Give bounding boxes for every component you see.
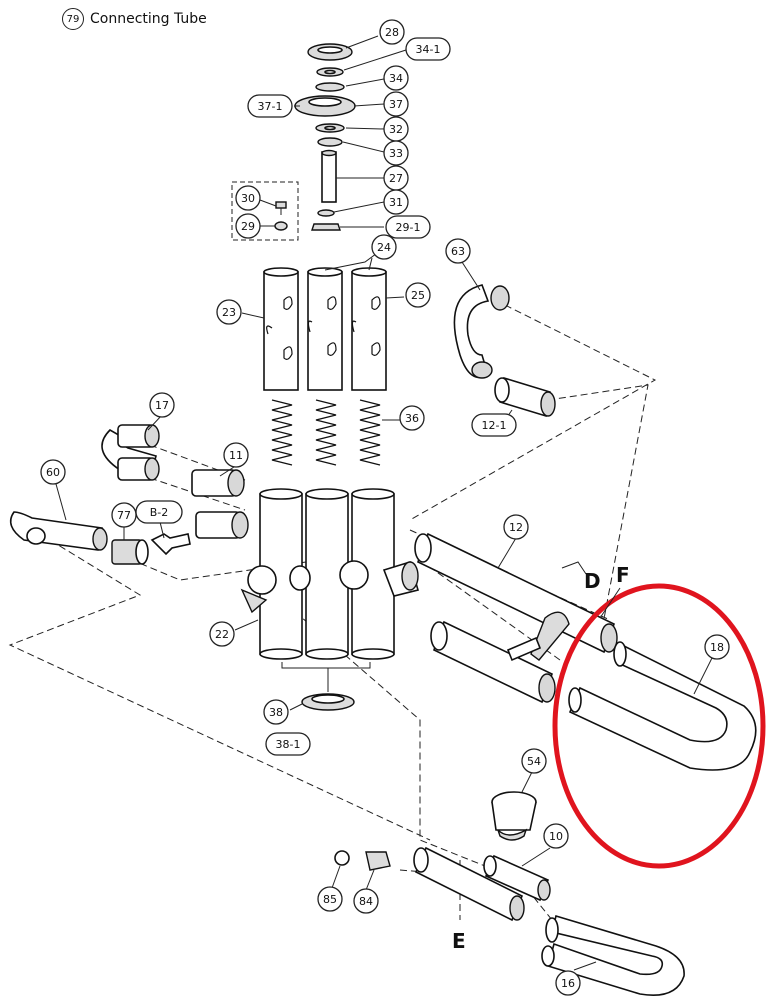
upper-right-fittings (453, 284, 556, 418)
callout-23: 23 (222, 306, 236, 319)
callout-16: 16 (561, 977, 575, 990)
callout-29-1: 29-1 (396, 221, 421, 234)
callout-29: 29 (241, 220, 255, 233)
letter-markers: D F E (452, 561, 630, 953)
callout-38: 38 (269, 706, 283, 719)
marker-f: F (616, 563, 630, 587)
callout-27: 27 (389, 172, 403, 185)
cartridge-set (263, 267, 387, 391)
nut-38 (301, 693, 355, 711)
marker-e: E (452, 929, 466, 953)
callout-10: 10 (549, 830, 563, 843)
callout-28: 28 (385, 26, 399, 39)
callout-84: 84 (359, 895, 373, 908)
leader-lines (55, 35, 713, 971)
callout-77: 77 (117, 509, 131, 522)
marker-d: D (584, 569, 601, 593)
callout-32: 32 (389, 123, 403, 136)
callout-18: 18 (710, 641, 724, 654)
tubes-12 (414, 532, 618, 704)
callout-b-2: B-2 (150, 506, 169, 519)
springs (271, 399, 381, 466)
callout-25: 25 (411, 289, 425, 302)
callout-11: 11 (229, 449, 243, 462)
callout-24: 24 (377, 241, 391, 254)
callout-17: 17 (155, 399, 169, 412)
housing (240, 488, 419, 660)
callout-37-1: 37-1 (258, 100, 283, 113)
callout-85: 85 (323, 893, 337, 906)
callout-63: 63 (451, 245, 465, 258)
callout-60: 60 (46, 466, 60, 479)
u-tube-18 (552, 583, 766, 869)
diagram-title: 79 Connecting Tube (62, 6, 207, 32)
highlight-ellipse (552, 583, 766, 869)
left-fittings (9, 424, 249, 565)
callout-30: 30 (241, 192, 255, 205)
callout-34: 34 (389, 72, 403, 85)
lower-fittings (334, 791, 685, 996)
callout-38-1: 38-1 (276, 738, 301, 751)
callout-22: 22 (215, 628, 229, 641)
callout-54: 54 (527, 755, 541, 768)
callout-31: 31 (389, 196, 403, 209)
callout-33: 33 (389, 147, 403, 160)
callouts: 28 34-1 34 37-1 37 32 33 27 30 31 29 29-… (40, 19, 730, 996)
callout-12: 12 (509, 521, 523, 534)
callout-37: 37 (389, 98, 403, 111)
title-text: Connecting Tube (90, 11, 207, 27)
title-part-number: 79 (62, 8, 84, 30)
top-stack (231, 43, 356, 241)
callout-34-1: 34-1 (416, 43, 441, 56)
callout-36: 36 (405, 412, 419, 425)
callout-12-1: 12-1 (482, 419, 507, 432)
